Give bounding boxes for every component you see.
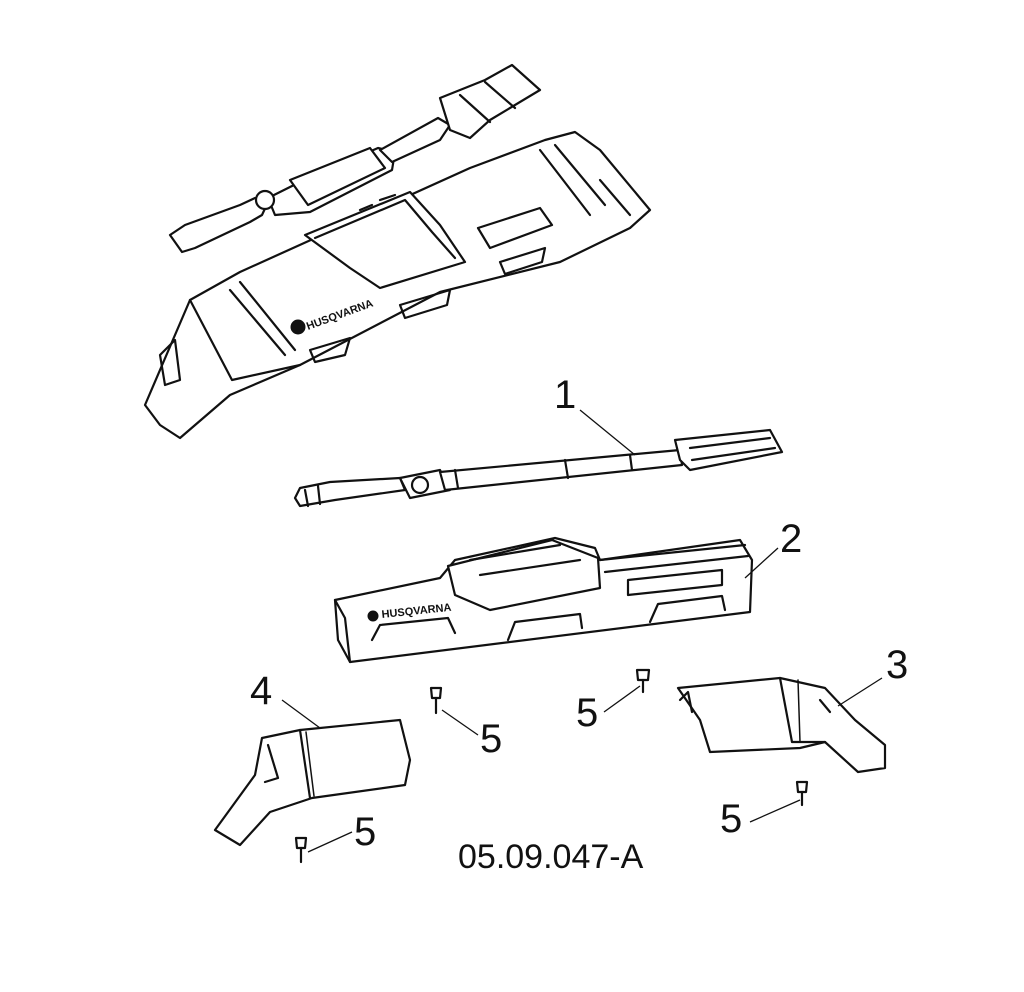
screw-d — [294, 836, 308, 864]
callout-5-a: 5 — [480, 717, 502, 761]
part-3-right-end-cover — [676, 676, 887, 774]
screw-c — [795, 780, 809, 807]
drawing-code: 05.09.047-A — [458, 838, 644, 876]
callout-5-c: 5 — [720, 797, 742, 841]
part-4-left-end-cover — [213, 718, 412, 847]
callout-5-d: 5 — [354, 810, 376, 854]
leader-lines — [281, 409, 883, 853]
callout-1: 1 — [554, 373, 576, 417]
part-1-handle — [293, 428, 784, 508]
callout-3: 3 — [886, 643, 908, 687]
callout-5-b: 5 — [576, 691, 598, 735]
callout-4: 4 — [250, 669, 272, 713]
assembled-unit: HUSQVARNA — [143, 63, 652, 440]
part-2-top-cover: HUSQVARNA — [333, 536, 754, 664]
screw-b — [635, 668, 651, 694]
screw-a — [429, 686, 443, 715]
callout-2: 2 — [780, 517, 802, 561]
